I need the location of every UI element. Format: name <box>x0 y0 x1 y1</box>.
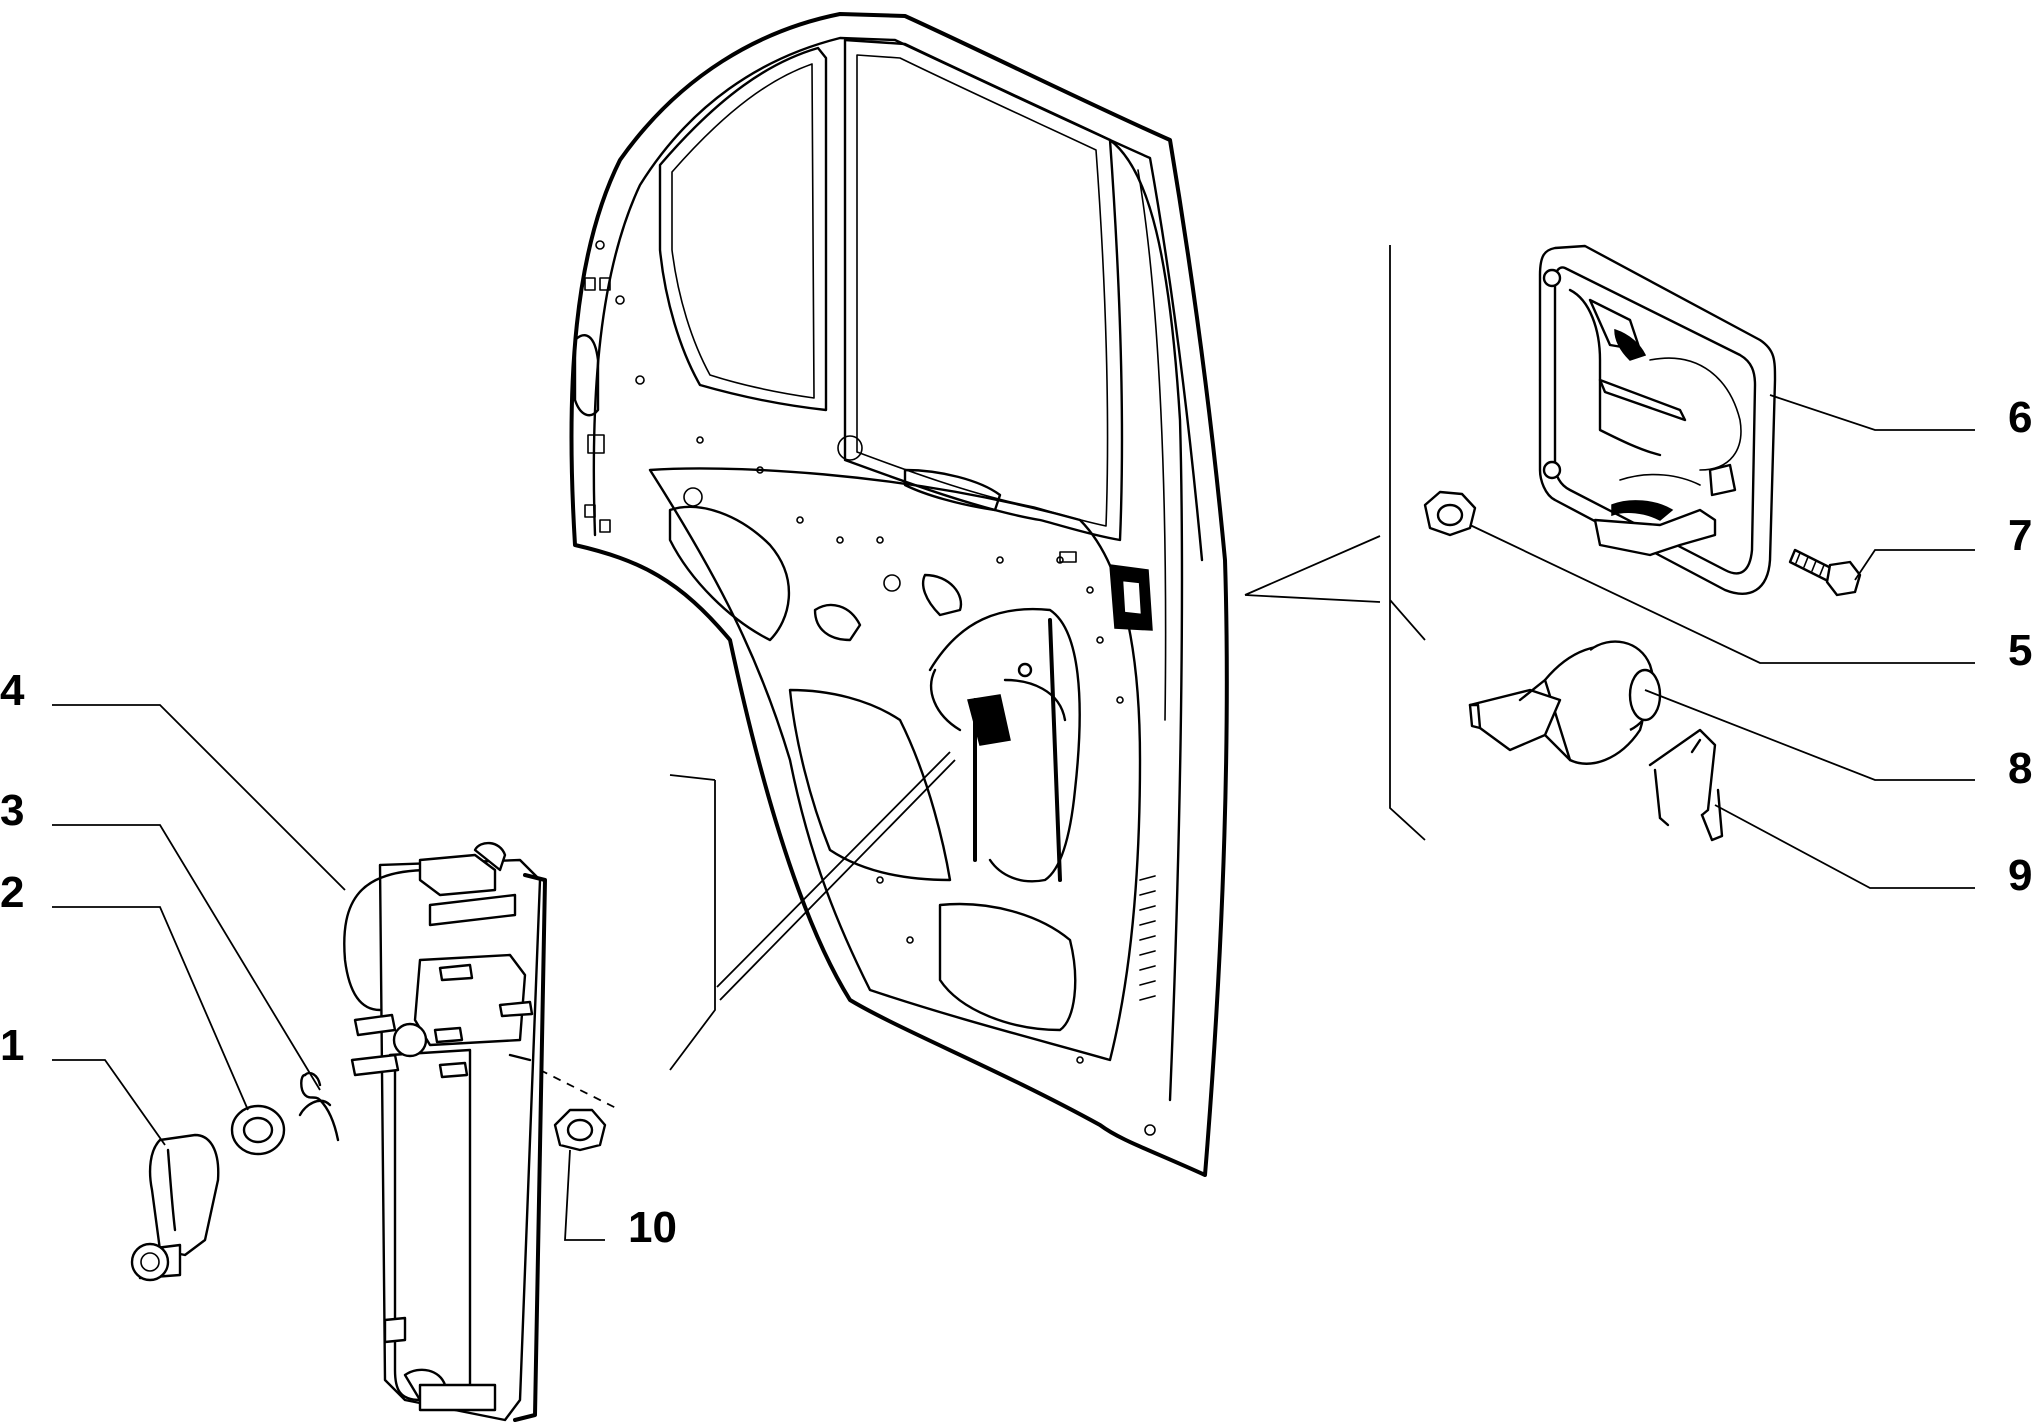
label-part-8: 8 <box>2008 744 2032 793</box>
bracket-right-group <box>1389 245 1426 841</box>
label-part-3: 3 <box>0 786 24 835</box>
retaining-clip <box>1648 728 1724 842</box>
spring-clip <box>298 1071 340 1142</box>
label-part-10: 10 <box>628 1203 677 1252</box>
nut-10 <box>553 1108 607 1152</box>
screw-7 <box>1788 548 1862 597</box>
label-part-6: 6 <box>2008 393 2032 442</box>
leader-lines <box>52 394 1975 1241</box>
callout-wedge-handle <box>1244 535 1381 603</box>
interior-handle-bezel <box>1538 244 1777 595</box>
window-crank-handle <box>130 1133 220 1282</box>
washer <box>230 1104 286 1156</box>
installed-window-regulator <box>928 607 1081 883</box>
window-regulator <box>343 841 621 1422</box>
label-part-4: 4 <box>0 666 25 715</box>
bracket-left-group <box>669 774 716 1071</box>
label-part-1: 1 <box>0 1021 24 1070</box>
callout-wedge-regulator <box>716 751 956 1001</box>
label-part-5: 5 <box>2008 626 2032 675</box>
lock-cylinder <box>1468 640 1662 765</box>
label-part-9: 9 <box>2008 851 2032 900</box>
nut-5 <box>1423 490 1477 537</box>
label-part-2: 2 <box>0 868 24 917</box>
label-part-7: 7 <box>2008 511 2032 560</box>
door-shell <box>569 12 1229 1177</box>
part-number-labels: 4 3 2 1 10 6 7 5 8 9 <box>0 393 2032 1252</box>
